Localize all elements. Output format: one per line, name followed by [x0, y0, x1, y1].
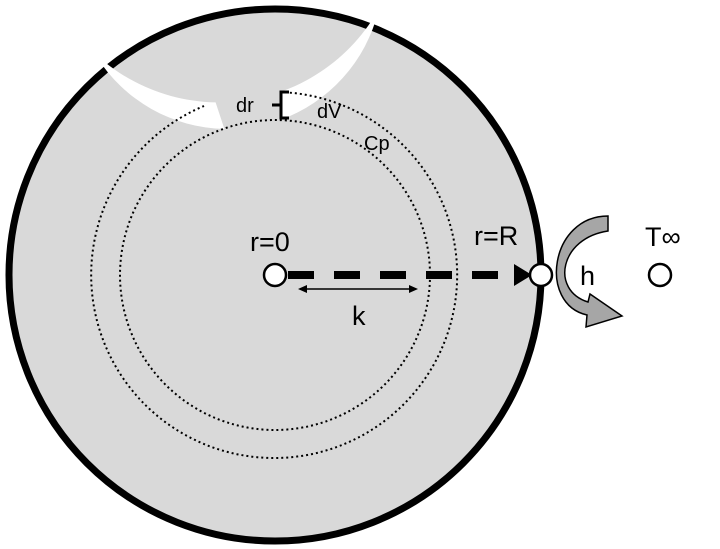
dr-label: dr: [236, 95, 254, 117]
radius-arrowhead: [514, 264, 532, 286]
k-label: k: [352, 301, 366, 331]
surface-label: r=R: [474, 221, 518, 251]
k-arrowhead-left: [298, 285, 307, 293]
k-arrowhead-right: [409, 285, 418, 293]
shell-outer-boundary: [90, 91, 459, 460]
center-node: [262, 262, 288, 288]
ambient-node: [647, 262, 673, 288]
h-label: h: [580, 261, 595, 291]
cp-label: Cp: [364, 133, 390, 155]
dv-label: dV: [317, 101, 342, 123]
ambient-temp-label: T∞: [645, 222, 681, 252]
convection-arrow: [555, 215, 624, 329]
dr-bracket: [272, 90, 289, 120]
center-label: r=0: [250, 227, 290, 257]
shell-volume-element: [54, 0, 384, 129]
surface-node: [528, 262, 554, 288]
